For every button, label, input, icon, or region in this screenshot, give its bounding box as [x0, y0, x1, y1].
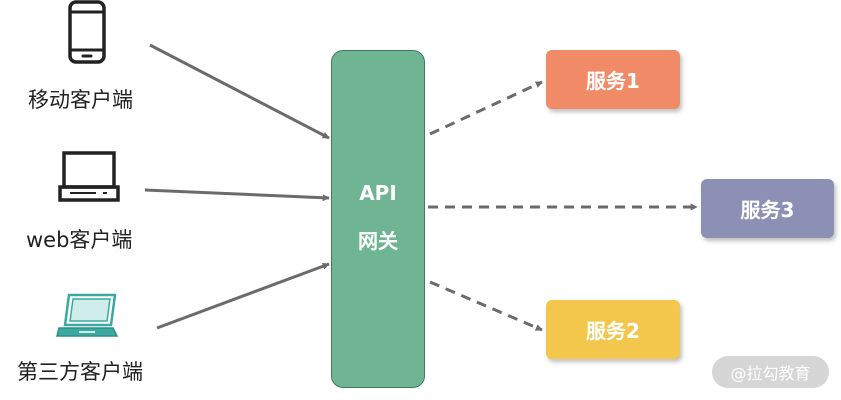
service-3-box: 服务3 [701, 179, 834, 238]
arrow-gateway-to-service1 [429, 80, 543, 136]
service-3-label: 服务3 [740, 198, 795, 222]
service-2-box: 服务2 [546, 300, 680, 359]
arrow-web-to-gateway [144, 188, 330, 202]
watermark-badge: @拉勾教育 [712, 356, 829, 388]
arrow-mobile-to-gateway [149, 43, 330, 140]
service-1-box: 服务1 [546, 50, 680, 109]
arrow-thirdparty-to-gateway [156, 262, 330, 330]
client-label-mobile: 移动客户端 [28, 88, 133, 112]
client-label-web: web客户端 [26, 228, 133, 252]
laptop-icon [56, 293, 119, 337]
watermark-text: @拉勾教育 [730, 364, 811, 383]
service-1-label: 服务1 [586, 69, 640, 93]
mobile-phone-icon [68, 0, 106, 64]
laptop-icon [58, 151, 120, 202]
arrow-gateway-to-service2 [429, 280, 543, 332]
gateway-label-line2: 网关 [358, 229, 398, 253]
service-2-label: 服务2 [586, 319, 640, 343]
api-gateway [331, 50, 425, 388]
gateway-label-line1: API [359, 181, 397, 205]
client-label-third-party: 第三方客户端 [17, 360, 143, 384]
